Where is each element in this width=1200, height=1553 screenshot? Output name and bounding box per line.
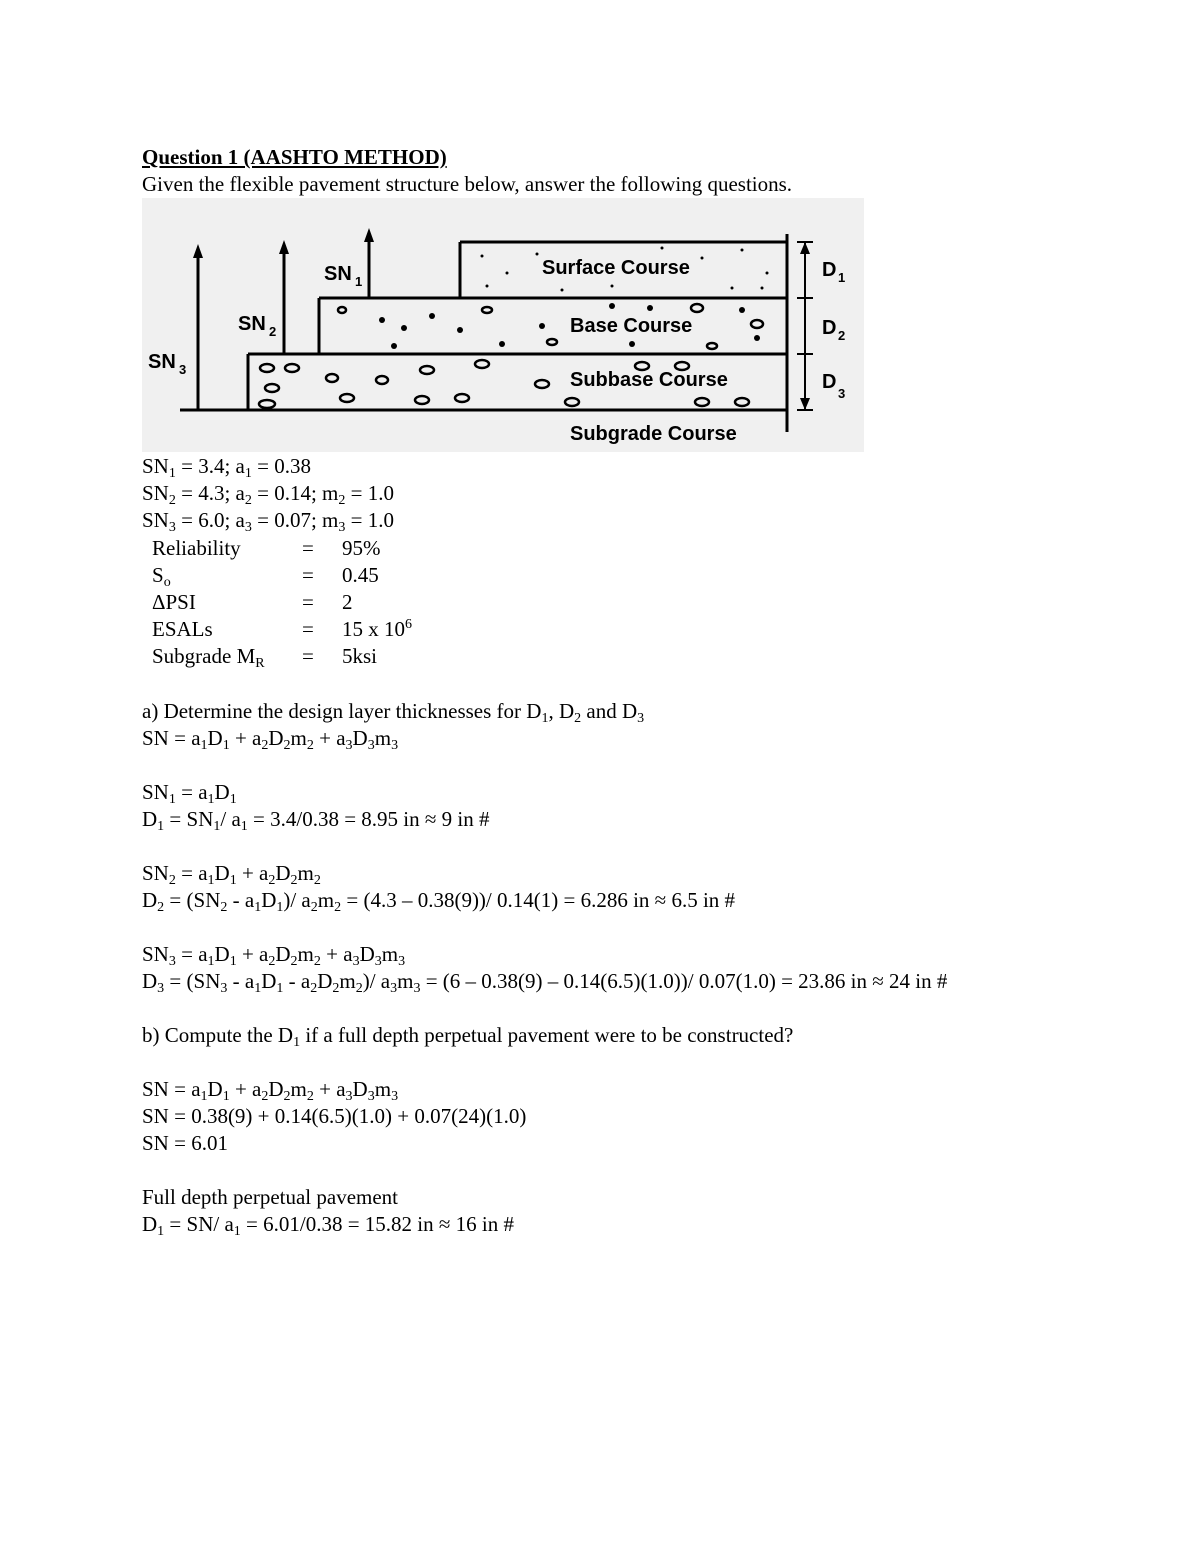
part-a-d3: D3 = (SN3 - a1D1 - a2D2m2)/ a3m3 = (6 – … — [142, 969, 948, 996]
subbase-course-label: Subbase Course — [570, 369, 728, 391]
d3-label: D — [822, 371, 836, 393]
part-a-d2: D2 = (SN2 - a1D1)/ a2m2 = (4.3 – 0.38(9)… — [142, 888, 736, 915]
sn1-sub: 1 — [355, 274, 362, 289]
part-a-question: a) Determine the design layer thicknesse… — [142, 699, 645, 726]
given-line-3: SN3 = 6.0; a3 = 0.07; m3 = 1.0 — [142, 508, 394, 535]
sn2-label: SN — [238, 313, 266, 335]
intro-text: Given the flexible pavement structure be… — [142, 172, 793, 196]
given-line-1: SN1 = 3.4; a1 = 0.38 — [142, 454, 311, 481]
sn2-sub: 2 — [269, 324, 276, 339]
part-a-sn3: SN3 = a1D1 + a2D2m2 + a3D3m3 — [142, 942, 406, 969]
part-b-sn-equation: SN = a1D1 + a2D2m2 + a3D3m3 — [142, 1077, 399, 1104]
subgrade-course-label: Subgrade Course — [570, 423, 737, 445]
part-b-d1: D1 = SN/ a1 = 6.01/0.38 = 15.82 in ≈ 16 … — [142, 1212, 514, 1239]
pavement-diagram: Surface Course Base Course Subbase Cours… — [142, 198, 864, 452]
part-b-question: b) Compute the D1 if a full depth perpet… — [142, 1023, 794, 1050]
part-b-heading: Full depth perpetual pavement — [142, 1185, 399, 1209]
d2-label: D — [822, 317, 836, 339]
part-a-sn-equation: SN = a1D1 + a2D2m2 + a3D3m3 — [142, 726, 399, 753]
part-b-result: SN = 6.01 — [142, 1131, 228, 1155]
given-line-2: SN2 = 4.3; a2 = 0.14; m2 = 1.0 — [142, 481, 394, 508]
d1-label: D — [822, 259, 836, 281]
question-title: Question 1 (AASHTO METHOD) — [142, 145, 447, 169]
d1-sub: 1 — [838, 270, 845, 285]
part-a-sn1: SN1 = a1D1 — [142, 780, 237, 807]
surface-course-label: Surface Course — [542, 257, 690, 279]
base-course-label: Base Course — [570, 315, 692, 337]
part-a-d1: D1 = SN1/ a1 = 3.4/0.38 = 8.95 in ≈ 9 in… — [142, 807, 490, 834]
sn3-sub: 3 — [179, 362, 186, 377]
part-a-sn2: SN2 = a1D1 + a2D2m2 — [142, 861, 321, 888]
d3-sub: 3 — [838, 386, 845, 401]
d2-sub: 2 — [838, 328, 845, 343]
sn3-label: SN — [148, 351, 176, 373]
part-b-calc: SN = 0.38(9) + 0.14(6.5)(1.0) + 0.07(24)… — [142, 1104, 527, 1128]
sn1-label: SN — [324, 263, 352, 285]
